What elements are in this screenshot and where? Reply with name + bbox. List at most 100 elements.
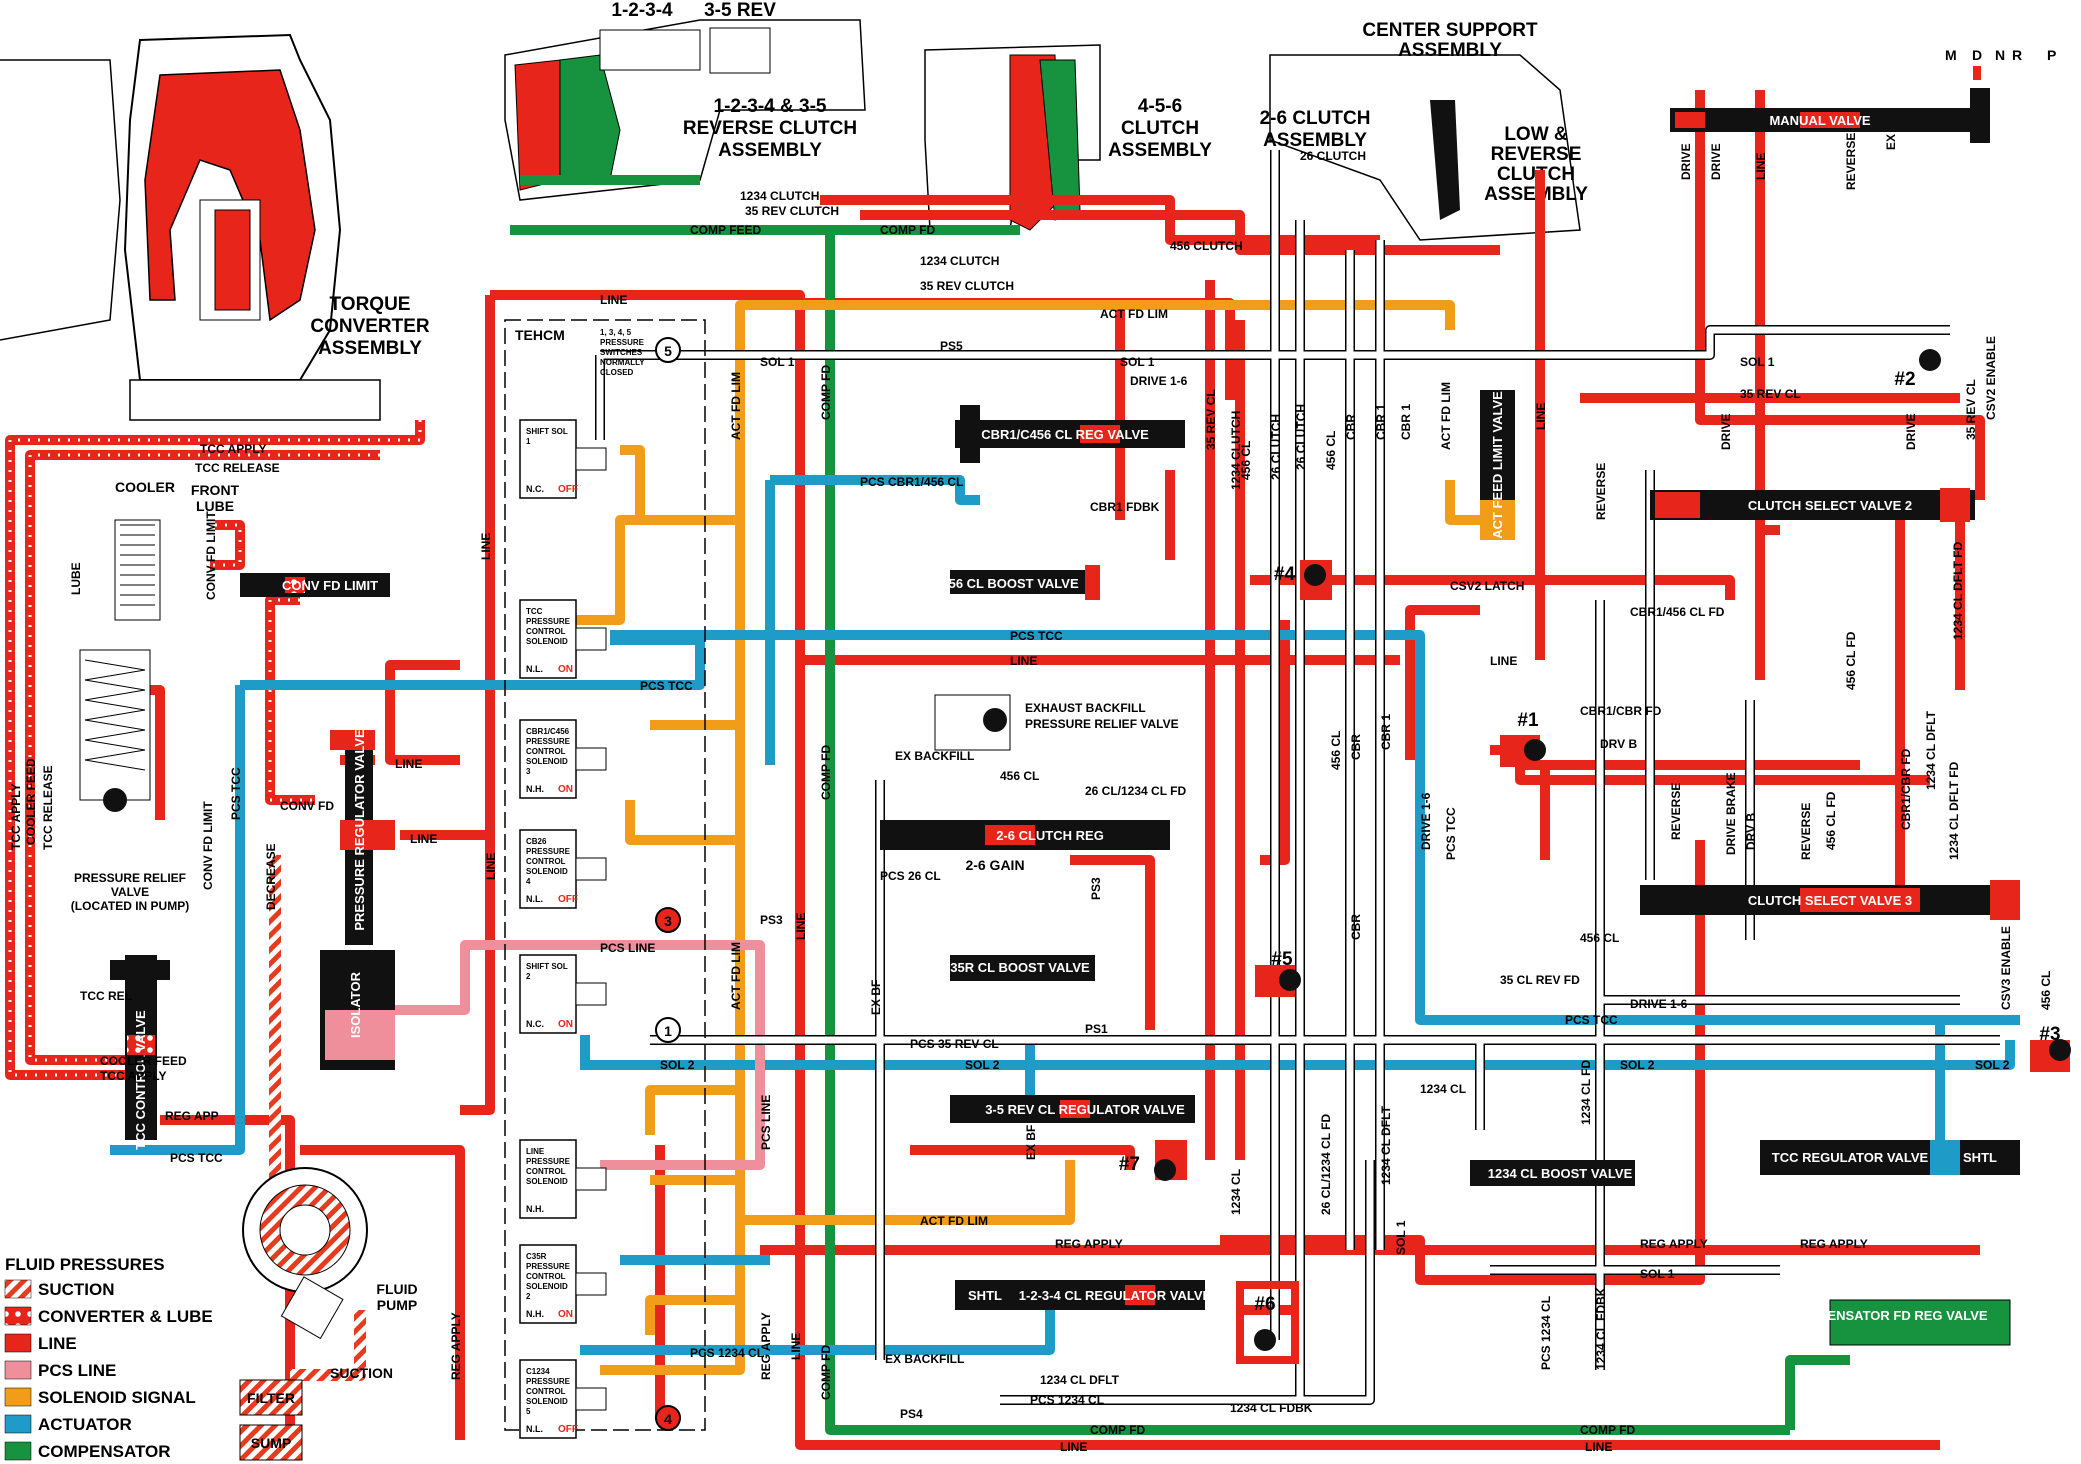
c1234-top: 1-2-3-4 [611,0,673,21]
line-label-tcc-apply: TCC APPLY [200,442,266,456]
fluid-pump: FLUID PUMP FILTER SUMP SUCTION [239,1167,418,1461]
line-label-sol1: SOL 1 [760,355,795,369]
solenoid-state: OFF [558,484,578,495]
pressure-relief: PRESSURE RELIEF VALVE (LOCATED IN PUMP) [71,649,189,913]
line-label-cbr1: CBR 1 [1399,404,1413,440]
legend-swatch [4,1360,32,1380]
solenoid-name-line: PRESSURE [526,617,571,626]
solenoid-type: N.C. [526,1019,544,1029]
line-label-sol2: SOL 2 [1975,1058,2010,1072]
check-ball-1: #1 [1500,710,1546,767]
clutch-456-label-2: CLUTCH [1121,118,1199,139]
reg-35rev-valve: 3-5 REV CL REGULATOR VALVE [950,1095,1195,1123]
pressure-regulator-valve: PRESSURE REGULATOR VALVE [330,729,395,945]
check-ball-4-label: #4 [1274,564,1296,585]
line-label-pcs-line: PCS LINE [600,941,655,955]
line-label-ps3: PS3 [760,913,783,927]
pcs-line [375,940,765,1170]
lines-layer [5,90,2020,1450]
line-label-act-fd-lim: ACT FD LIM [1100,307,1168,321]
clutch-1234-35-label-3: ASSEMBLY [718,140,822,161]
clutch-26-label-1: 2-6 CLUTCH [1260,108,1371,129]
solenoid-name-line: LINE [526,1147,545,1156]
line-label-tcc-rel: TCC REL [80,989,132,1003]
line-label-cl1234: 1234 CL [1420,1082,1466,1096]
line-label-reverse: REVERSE [1799,803,1813,860]
line-label-line: LINE [1585,1440,1612,1454]
line-label-pcs-35-rev: PCS 35 REV CL [910,1037,999,1051]
line-label-drive: DRIVE [1709,143,1723,180]
tcc-control-label: TCC CONTROL VALVE [133,1010,148,1150]
solenoid-name-line: 4 [526,877,531,886]
solenoid-name-line: SHIFT SOL [526,962,568,971]
tc-label-1: TORQUE [330,294,411,315]
legend-item: PCS LINE [4,1360,116,1380]
line-label-cl-dflt-fd: 1234 CL DFLT FD [1951,541,1965,640]
cbr1-c456-valve: CBR1/C456 CL REG VALVE [955,405,1185,463]
legend-label: ACTUATOR [38,1415,132,1434]
line-label-line: LINE [410,832,437,846]
isolator-label: ISOLATOR [348,971,363,1038]
line-label-conv-fd: CONV FD [280,799,334,813]
front-lube-label-2: LUBE [196,498,234,514]
line-label-clutch-1234: 1234 CLUTCH [740,189,819,203]
ps5-label: 5 [664,343,672,359]
check-ball-3: #3 [2030,1024,2071,1072]
clutch-select-3-valve: CLUTCH SELECT VALVE 3 [1640,880,2020,920]
boost-35r-label: 35R CL BOOST VALVE [950,960,1090,975]
solenoid-name-line: 1 [526,437,531,446]
line-pressure [110,90,1985,1450]
check-ball-5-label: #5 [1271,949,1293,970]
line-label-line: LINE [1754,153,1768,180]
pressure-relief-label-3: (LOCATED IN PUMP) [71,899,189,913]
clutch-select-2-valve: CLUTCH SELECT VALVE 2 [1650,488,1975,522]
check-ball-1-label: #1 [1517,710,1539,731]
line-label-ex-backfill: EX BACKFILL [895,749,974,763]
line-label-cl1234-fd: 1234 CL FD [1579,1060,1593,1125]
actuator-lines [110,475,2020,1355]
line-label-ex-bf: EX BF [1024,1125,1038,1160]
solenoid-type: N.H. [526,1204,544,1214]
line-label-pcs-1234: PCS 1234 CL [1539,1296,1553,1370]
line-label-reg-apply: REG APPLY [759,1312,773,1380]
clutch-456-label-1: 4-5-6 [1138,96,1182,117]
legend-item: SUCTION [4,1279,115,1299]
line-label-drive: DRIVE [1904,413,1918,450]
line-label-rev-35: 35 REV CLUTCH [920,279,1014,293]
solenoid-type: N.H. [526,784,544,794]
line-label-conv-fd-limit: CONV FD LIMIT [204,511,218,600]
tcc-control-valve: TCC CONTROL VALVE [110,955,170,1150]
line-label-line: LINE [1010,654,1037,668]
line-label-comp-fd: COMP FD [1090,1423,1145,1437]
line-label-cl1234-dflt: 1234 CL DFLT [1379,1105,1393,1185]
legend-swatch [4,1333,32,1353]
solenoid-name-line: CONTROL [526,1167,566,1176]
solenoid-type: N.H. [526,1309,544,1319]
line-label-sol2: SOL 2 [965,1058,1000,1072]
line-label-line: LINE [484,853,498,880]
line-label-decrease: DECREASE [264,843,278,910]
solenoid-name-line: PRESSURE [526,1157,571,1166]
solenoid-name-line: CONTROL [526,857,566,866]
check-ball-6-label: #6 [1254,1294,1275,1315]
line-label-drive16: DRIVE 1-6 [1130,374,1188,388]
pressure-relief-label-2: VALVE [111,885,149,899]
solenoid-name-line: 2 [526,1292,531,1301]
solenoid-name-line: SOLENOID [526,1282,568,1291]
solenoid-name-line: 2 [526,972,531,981]
exhaust-backfill-label-1: EXHAUST BACKFILL [1025,701,1146,715]
legend-item: COMPENSATOR [4,1441,171,1461]
gain-26-label: 2-6 GAIN [965,857,1024,873]
solenoid-state: ON [558,1309,573,1320]
line-label-clutch-26: 26 CLUTCH [1294,404,1308,470]
line-label-drv-b: DRV B [1744,813,1758,850]
line-label-pcs-1234: PCS 1234 CL [690,1346,764,1360]
line-label-cl-456-fd: 456 CL FD [1844,631,1858,690]
pressure-switches: 5 1 3 4 [655,337,681,1431]
line-label-cl456: 456 CL [1329,731,1343,770]
line-label-act-fd-lim: ACT FD LIM [920,1214,988,1228]
